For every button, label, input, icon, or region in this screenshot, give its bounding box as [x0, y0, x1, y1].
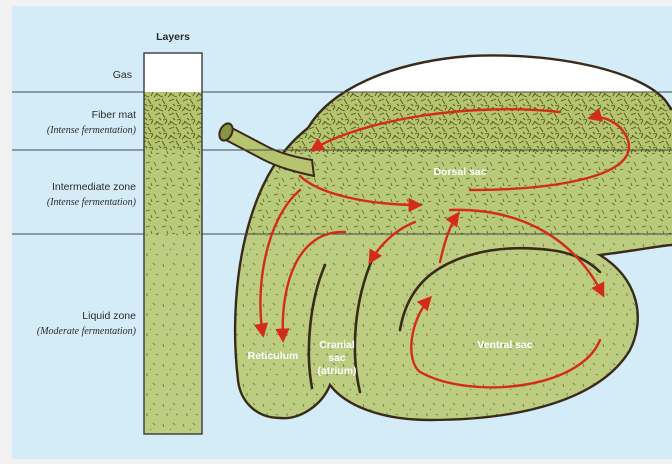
column-gas	[144, 53, 202, 92]
layer-note-liquid: (Moderate fermentation)	[37, 326, 137, 337]
layer-label-liquid: Liquid zone	[82, 310, 136, 322]
label-cranial-sac-line3: (atrium)	[317, 365, 356, 377]
label-ventral-sac: Ventral sac	[477, 339, 533, 351]
label-dorsal-sac: Dorsal sac	[433, 166, 486, 178]
column-fiber-mat	[144, 92, 202, 150]
layers-column	[144, 53, 202, 434]
page-margin	[0, 0, 12, 459]
layer-note-intermediate: (Intense fermentation)	[47, 197, 137, 208]
label-cranial-sac-line1: Cranial	[319, 339, 355, 351]
label-cranial-sac-line2: sac	[328, 352, 346, 364]
layer-note-fiber-mat: (Intense fermentation)	[47, 125, 137, 136]
column-title: Layers	[156, 31, 190, 43]
label-reticulum: Reticulum	[248, 350, 299, 362]
column-intermediate	[144, 150, 202, 234]
column-liquid	[144, 234, 202, 434]
layer-label-fiber-mat: Fiber mat	[92, 109, 136, 121]
layer-label-gas: Gas	[113, 69, 132, 81]
layer-label-intermediate: Intermediate zone	[52, 181, 136, 193]
